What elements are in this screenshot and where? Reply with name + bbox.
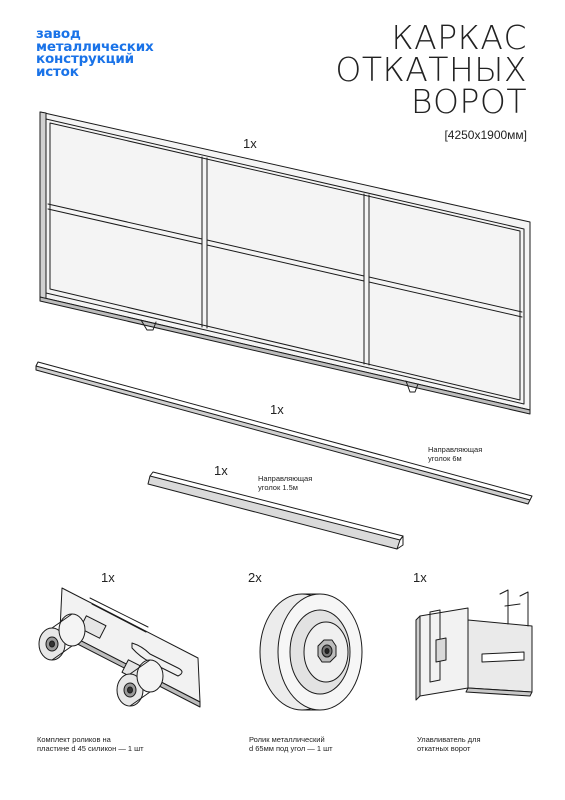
title-line-1: КАРКАС <box>391 18 527 57</box>
title-line-2: ОТКАТНЫХ <box>335 50 527 89</box>
qty-roller: 2x <box>248 570 262 585</box>
label-roller-line-1: Ролик металлический <box>249 735 325 744</box>
qty-catcher: 1x <box>413 570 427 585</box>
qty-rail-1-5m: 1x <box>214 463 228 478</box>
label-roller-set-line-2: пластине d 45 силикон — 1 шт <box>37 744 144 753</box>
label-roller-set-line-1: Комплект роликов на <box>37 735 111 744</box>
rail-6m-drawing <box>35 361 533 505</box>
qty-rail-6m: 1x <box>270 402 284 417</box>
label-roller-set: Комплект роликов на пластине d 45 силико… <box>37 735 144 753</box>
rail-1-5m-drawing <box>147 471 404 550</box>
title-line-3: ВОРОТ <box>410 82 527 121</box>
dimensions-label: [4250x1900мм] <box>444 128 527 142</box>
label-rail-1-5m: Направляющая уголок 1.5м <box>258 474 312 492</box>
roller-set-drawing <box>38 587 201 708</box>
label-catcher: Улавливатель для откатных ворот <box>417 735 481 753</box>
label-rail-1-5m-line-1: Направляющая <box>258 474 313 483</box>
brand-logo: завод металлических конструкций исток <box>36 28 154 78</box>
gate-frame-drawing <box>39 111 531 415</box>
label-rail-1-5m-line-2: уголок 1.5м <box>258 483 298 492</box>
label-rail-6m-line-1: Направляющая <box>428 445 483 454</box>
label-catcher-line-2: откатных ворот <box>417 744 471 753</box>
metal-roller-drawing <box>259 593 363 711</box>
label-rail-6m: Направляющая уголок 6м <box>428 445 482 463</box>
label-roller: Ролик металлический d 65мм под угол — 1 … <box>249 735 333 753</box>
qty-roller-set: 1x <box>101 570 115 585</box>
brand-line-4: исток <box>36 63 79 80</box>
brand-line-1: завод <box>36 26 81 42</box>
brand-line-3: конструкций <box>36 51 134 67</box>
label-catcher-line-1: Улавливатель для <box>417 735 481 744</box>
label-roller-line-2: d 65мм под угол — 1 шт <box>249 744 333 753</box>
catcher-drawing <box>415 589 533 701</box>
qty-frame: 1x <box>243 136 257 151</box>
page-title: КАРКАС ОТКАТНЫХ ВОРОТ <box>335 18 527 121</box>
label-rail-6m-line-2: уголок 6м <box>428 454 462 463</box>
brand-line-2: металлических <box>36 38 154 55</box>
